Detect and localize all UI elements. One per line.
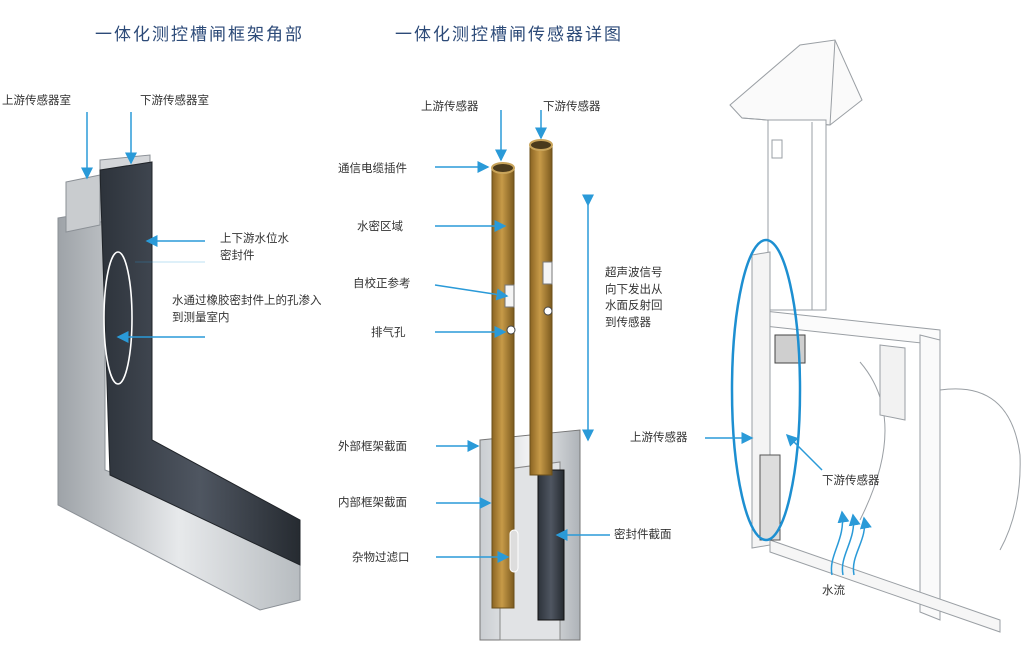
frame-bottom [769,539,1001,633]
seep-area-ellipse [103,251,133,385]
debris-filter-slot [509,529,519,573]
label-self-calibration: 自校正参考 [353,276,411,290]
water-flow-arrows [830,510,872,576]
gate-arc [859,361,886,521]
label-water-level-seal: 上下游水位水 密封件 [220,231,289,262]
label-right-upstream-sensor: 上游传感器 [630,430,688,444]
control-head [729,39,863,126]
arrow-right-downstream-sensor [785,433,823,471]
rubber-seal [99,161,301,566]
label-seal-section: 密封件截面 [614,527,672,541]
middle-title: 一体化测控槽闸传感器详图 [395,25,623,45]
vent-hole-downstream [543,306,553,316]
upstream-chamber-block [65,174,101,233]
label-vent-hole: 排气孔 [371,325,406,339]
seal-section [537,469,565,621]
label-downstream-sensor-chamber: 下游传感器室 [140,93,209,107]
calibration-plate-downstream [542,261,553,285]
label-outer-frame-section: 外部框架截面 [338,439,407,453]
sensor-assembly [759,454,781,541]
aluminum-frame [57,209,301,611]
label-debris-filter: 杂物过滤口 [352,550,410,564]
left-title: 一体化测控槽闸框架角部 [95,25,304,45]
label-ultrasonic-signal: 超声波信号 向下发出从 水面反射回 到传感器 [605,265,663,330]
sensor-highlight-ellipse [730,238,802,542]
frame-right-post [919,334,941,621]
label-water-tight-zone: 水密区域 [357,219,403,233]
label-water-flow: 水流 [822,583,845,597]
sensor-detail-image [479,139,581,641]
label-water-seep: 水通过橡胶密封件上的孔渗入 到测量室内 [172,293,322,324]
vent-hole-upstream [506,325,516,335]
gate-line-drawing [729,39,1021,633]
label-cable-connector: 通信电缆插件 [338,161,407,175]
label-upstream-sensor-chamber: 上游传感器室 [2,93,71,107]
frame-corner-image [57,154,301,611]
label-downstream-sensor: 下游传感器 [543,99,601,113]
label-inner-frame-section: 内部框架截面 [338,495,407,509]
arrow-self-calibration [434,284,509,301]
label-upstream-sensor: 上游传感器 [421,99,479,113]
label-right-downstream-sensor: 下游传感器 [822,473,880,487]
column [767,119,827,311]
